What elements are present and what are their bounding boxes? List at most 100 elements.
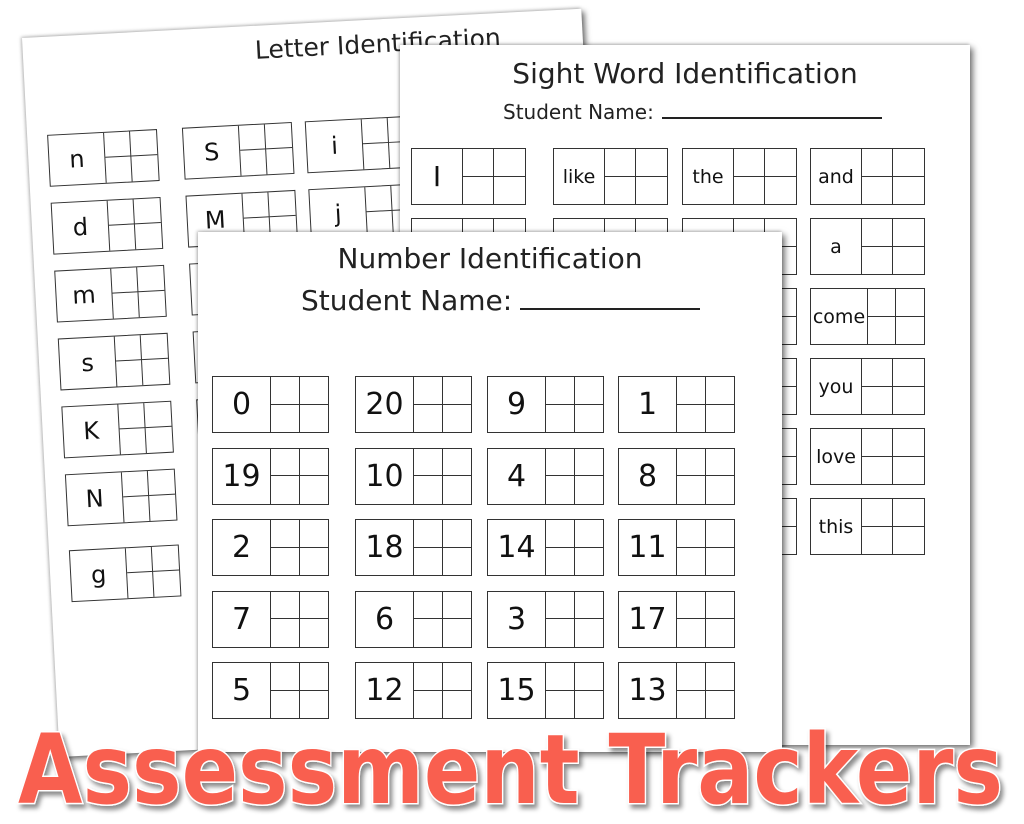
- cell-label: 7: [213, 591, 271, 647]
- tally-box: [151, 545, 180, 572]
- tally-box: [677, 404, 706, 432]
- cell-label: K: [62, 404, 121, 458]
- tally-box: [862, 219, 893, 247]
- tally-grid: [121, 469, 177, 523]
- tally-box: [546, 377, 575, 405]
- sight-word-cell: come: [810, 288, 925, 345]
- tally-box: [862, 456, 893, 484]
- tally-box: [893, 219, 924, 247]
- tally-box: [116, 360, 144, 387]
- tally-box: [636, 177, 667, 205]
- tally-grid: [546, 591, 603, 647]
- number-cell: 6: [355, 590, 472, 648]
- tally-box: [127, 571, 155, 599]
- number-cell: 13: [618, 662, 735, 719]
- tally-box: [271, 591, 300, 619]
- tally-box: [133, 198, 161, 225]
- tally-box: [636, 149, 667, 177]
- tally-box: [414, 476, 443, 504]
- tally-box: [896, 317, 924, 345]
- tally-box: [300, 405, 329, 433]
- cell-label: n: [48, 132, 107, 186]
- tally-box: [546, 619, 575, 647]
- tally-box: [149, 495, 176, 521]
- tally-box: [112, 292, 140, 319]
- tally-box: [546, 520, 575, 548]
- tally-box: [138, 291, 165, 317]
- tally-box: [677, 448, 706, 476]
- number-cell: 17: [618, 590, 735, 648]
- tally-box: [705, 377, 734, 405]
- tally-box: [414, 690, 443, 718]
- cell-label: 3: [488, 591, 546, 647]
- tally-box: [765, 177, 796, 205]
- banner-title: Assessment Trackers: [17, 713, 1005, 821]
- sight-word-cell: you: [810, 358, 925, 415]
- tally-grid: [114, 333, 170, 387]
- tally-box: [271, 404, 300, 432]
- tally-box: [107, 199, 135, 226]
- tally-box: [862, 246, 893, 274]
- tally-grid: [271, 591, 328, 647]
- tally-box: [734, 176, 765, 204]
- sight-sheet-title: Sight Word Identification: [512, 57, 858, 90]
- tally-box: [546, 448, 575, 476]
- tally-box: [135, 223, 162, 249]
- tally-box: [443, 405, 472, 433]
- tally-box: [494, 177, 525, 205]
- cell-label: 15: [488, 663, 546, 718]
- sight-word-cell: a: [810, 218, 925, 275]
- tally-box: [494, 149, 525, 177]
- tally-box: [862, 149, 893, 177]
- tally-box: [574, 520, 603, 548]
- tally-box: [862, 526, 893, 554]
- tally-grid: [862, 149, 924, 204]
- tally-box: [705, 520, 734, 548]
- tally-grid: [118, 401, 173, 455]
- number-cell: 1: [618, 376, 735, 433]
- tally-grid: [862, 429, 924, 484]
- number-cell: 19: [212, 447, 329, 505]
- tally-grid: [271, 520, 328, 575]
- tally-box: [705, 663, 734, 691]
- tally-grid: [677, 520, 734, 575]
- tally-box: [893, 429, 924, 457]
- tally-grid: [862, 499, 924, 554]
- tally-box: [677, 520, 706, 548]
- tally-box: [361, 117, 389, 145]
- tally-grid: [414, 520, 471, 575]
- number-cell: 7: [212, 590, 329, 648]
- tally-box: [442, 520, 471, 548]
- tally-box: [130, 130, 158, 157]
- number-cell: 14: [487, 519, 604, 576]
- tally-box: [893, 457, 924, 485]
- number-cell: 2: [212, 519, 329, 576]
- tally-grid: [677, 663, 734, 718]
- number-cell: 5: [212, 662, 329, 719]
- tally-box: [546, 591, 575, 619]
- tally-box: [862, 429, 893, 457]
- number-cell: 0: [212, 376, 329, 433]
- number-student-name: Student Name:: [301, 284, 701, 317]
- letter-cell: m: [54, 264, 167, 323]
- tally-box: [868, 316, 896, 344]
- cell-label: like: [554, 149, 605, 204]
- tally-box: [118, 403, 146, 430]
- tally-box: [125, 546, 154, 574]
- tally-box: [677, 377, 706, 405]
- tally-box: [365, 185, 393, 213]
- tally-box: [104, 131, 132, 158]
- tally-box: [862, 359, 893, 387]
- sight-word-cell: this: [810, 498, 925, 555]
- tally-box: [443, 548, 472, 576]
- cell-label: 18: [356, 520, 414, 575]
- cell-label: S: [182, 125, 242, 179]
- letter-cell: N: [64, 468, 178, 527]
- tally-box: [463, 176, 494, 204]
- sight-word-cell: love: [810, 428, 925, 485]
- tally-box: [414, 377, 443, 405]
- tally-box: [705, 449, 734, 476]
- tally-box: [123, 495, 151, 523]
- student-name-line: [520, 308, 701, 310]
